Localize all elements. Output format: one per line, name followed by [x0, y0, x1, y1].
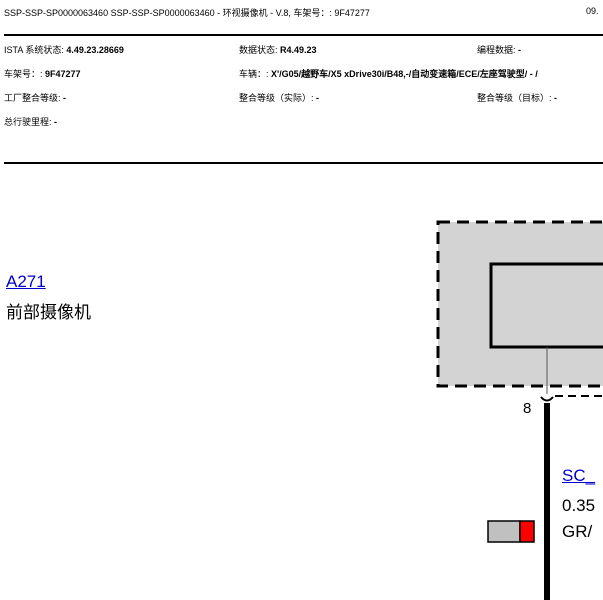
program-data: 编程数据: -: [477, 45, 522, 55]
connector-pin[interactable]: [540, 396, 554, 402]
factory-integration-level: 工厂整合等级: -: [4, 93, 67, 103]
wire-color-code: GR/: [562, 522, 593, 541]
document-title: SSP-SSP-SP0000063460 SSP-SSP-SP000006346…: [4, 8, 370, 18]
data-status: 数据状态: R4.49.23: [239, 45, 317, 55]
component-link-a271[interactable]: A271: [6, 272, 46, 291]
plug-red-tab: [519, 520, 535, 543]
total-mileage: 总行驶里程: -: [4, 117, 58, 127]
header-divider: [4, 34, 603, 36]
wire-cross-section: 0.35: [562, 496, 596, 515]
component-name: 前部摄像机: [6, 303, 91, 322]
ista-status: ISTA 系统状态: 4.49.23.28669: [4, 45, 124, 55]
plug-housing[interactable]: [487, 520, 521, 543]
info-divider: [4, 162, 603, 164]
vin: 车架号：: 9F47277: [4, 69, 81, 79]
pin-number: 8: [523, 400, 532, 417]
target-integration-level: 整合等级（目标）: -: [477, 93, 558, 103]
actual-integration-level: 整合等级（实际）: -: [239, 93, 320, 103]
document-date: 09.: [586, 6, 599, 16]
vehicle: 车辆：: X'/G05/越野车/X5 xDrive30i/B48,-/自动变速箱…: [239, 69, 538, 79]
connector-link[interactable]: SC_: [562, 466, 596, 485]
camera-module[interactable]: [489, 262, 603, 349]
